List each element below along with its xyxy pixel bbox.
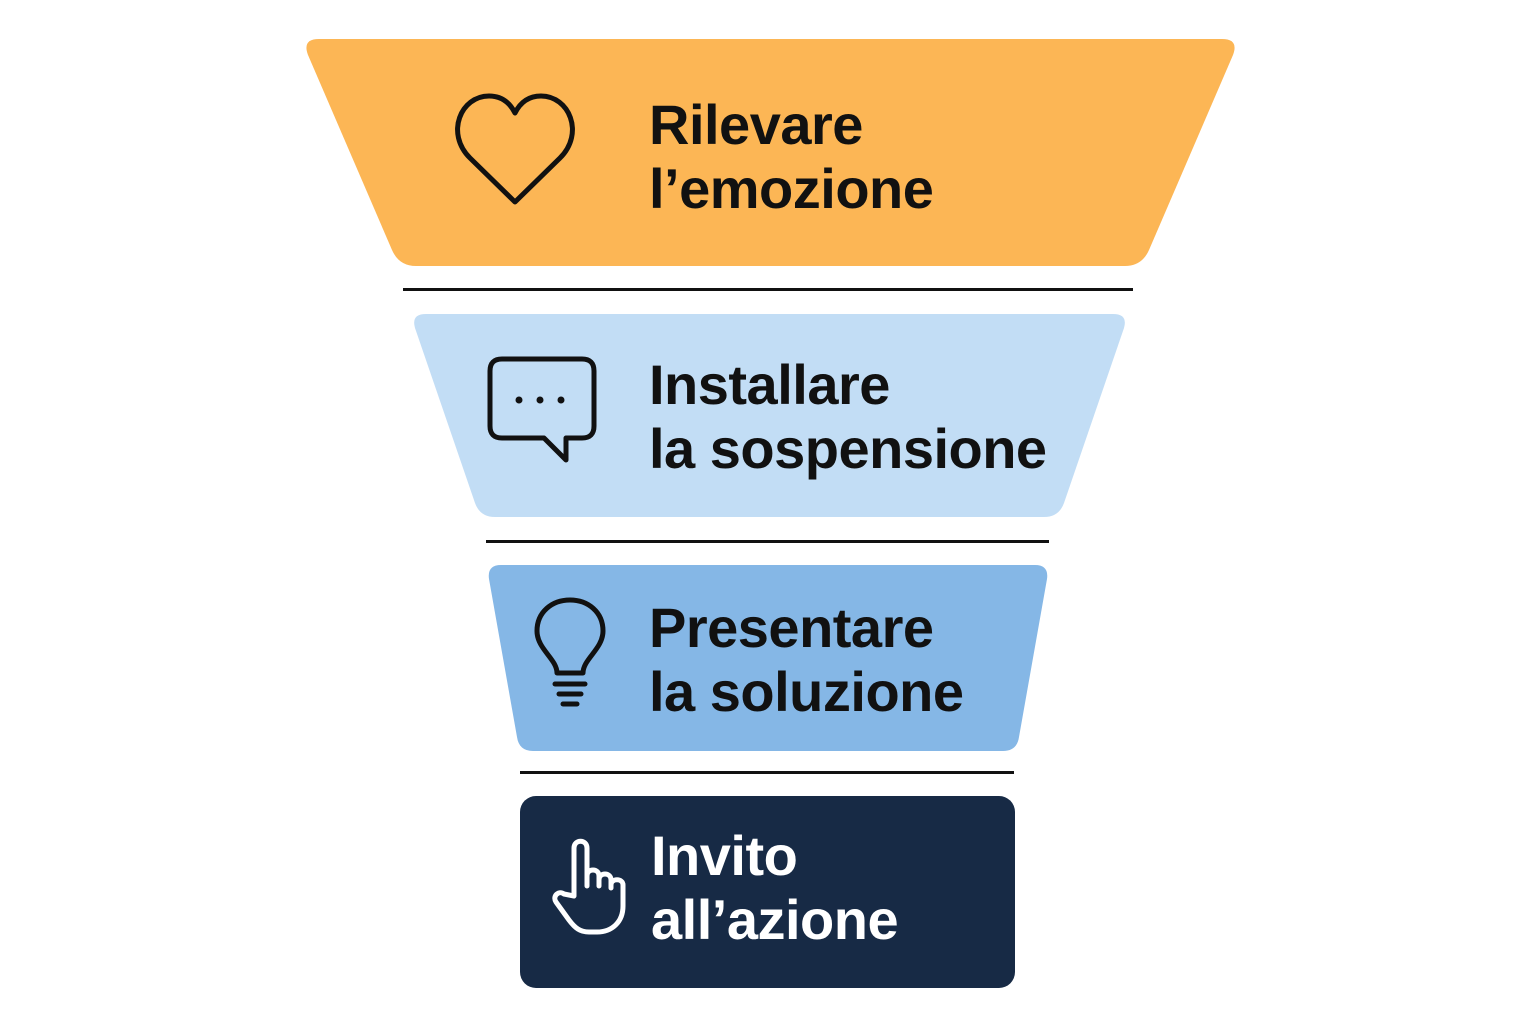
funnel-stage-call-to-action: Invito all’azione xyxy=(520,796,1015,988)
lightbulb-icon xyxy=(533,597,607,714)
speech-bubble-icon xyxy=(486,356,598,471)
stage-label: Rilevare l’emozione xyxy=(649,93,934,221)
stage-shape xyxy=(488,565,1048,751)
heart-icon xyxy=(453,91,577,212)
stage-label-line-1: Presentare xyxy=(649,596,934,659)
stage-label-line-2: la sospensione xyxy=(649,417,1047,480)
pointing-hand-icon xyxy=(550,836,630,941)
divider-line xyxy=(403,288,1133,291)
stage-label: Presentare la soluzione xyxy=(649,596,964,724)
stage-label-line-1: Rilevare xyxy=(649,93,863,156)
stage-label-line-1: Invito xyxy=(651,824,798,887)
stage-label: Installare la sospensione xyxy=(649,353,1047,481)
divider-line xyxy=(520,771,1014,774)
funnel-stage-present-solution: Presentare la soluzione xyxy=(487,565,1049,751)
divider-line xyxy=(486,540,1049,543)
stage-label: Invito all’azione xyxy=(651,824,899,952)
funnel-stage-detect-emotion: Rilevare l’emozione xyxy=(303,39,1238,266)
funnel-stage-build-suspense: Installare la sospensione xyxy=(412,314,1127,517)
stage-label-line-2: l’emozione xyxy=(649,157,934,220)
stage-label-line-2: la soluzione xyxy=(649,660,964,723)
stage-label-line-1: Installare xyxy=(649,353,890,416)
stage-label-line-2: all’azione xyxy=(651,888,899,951)
stage-shape xyxy=(520,796,1015,988)
